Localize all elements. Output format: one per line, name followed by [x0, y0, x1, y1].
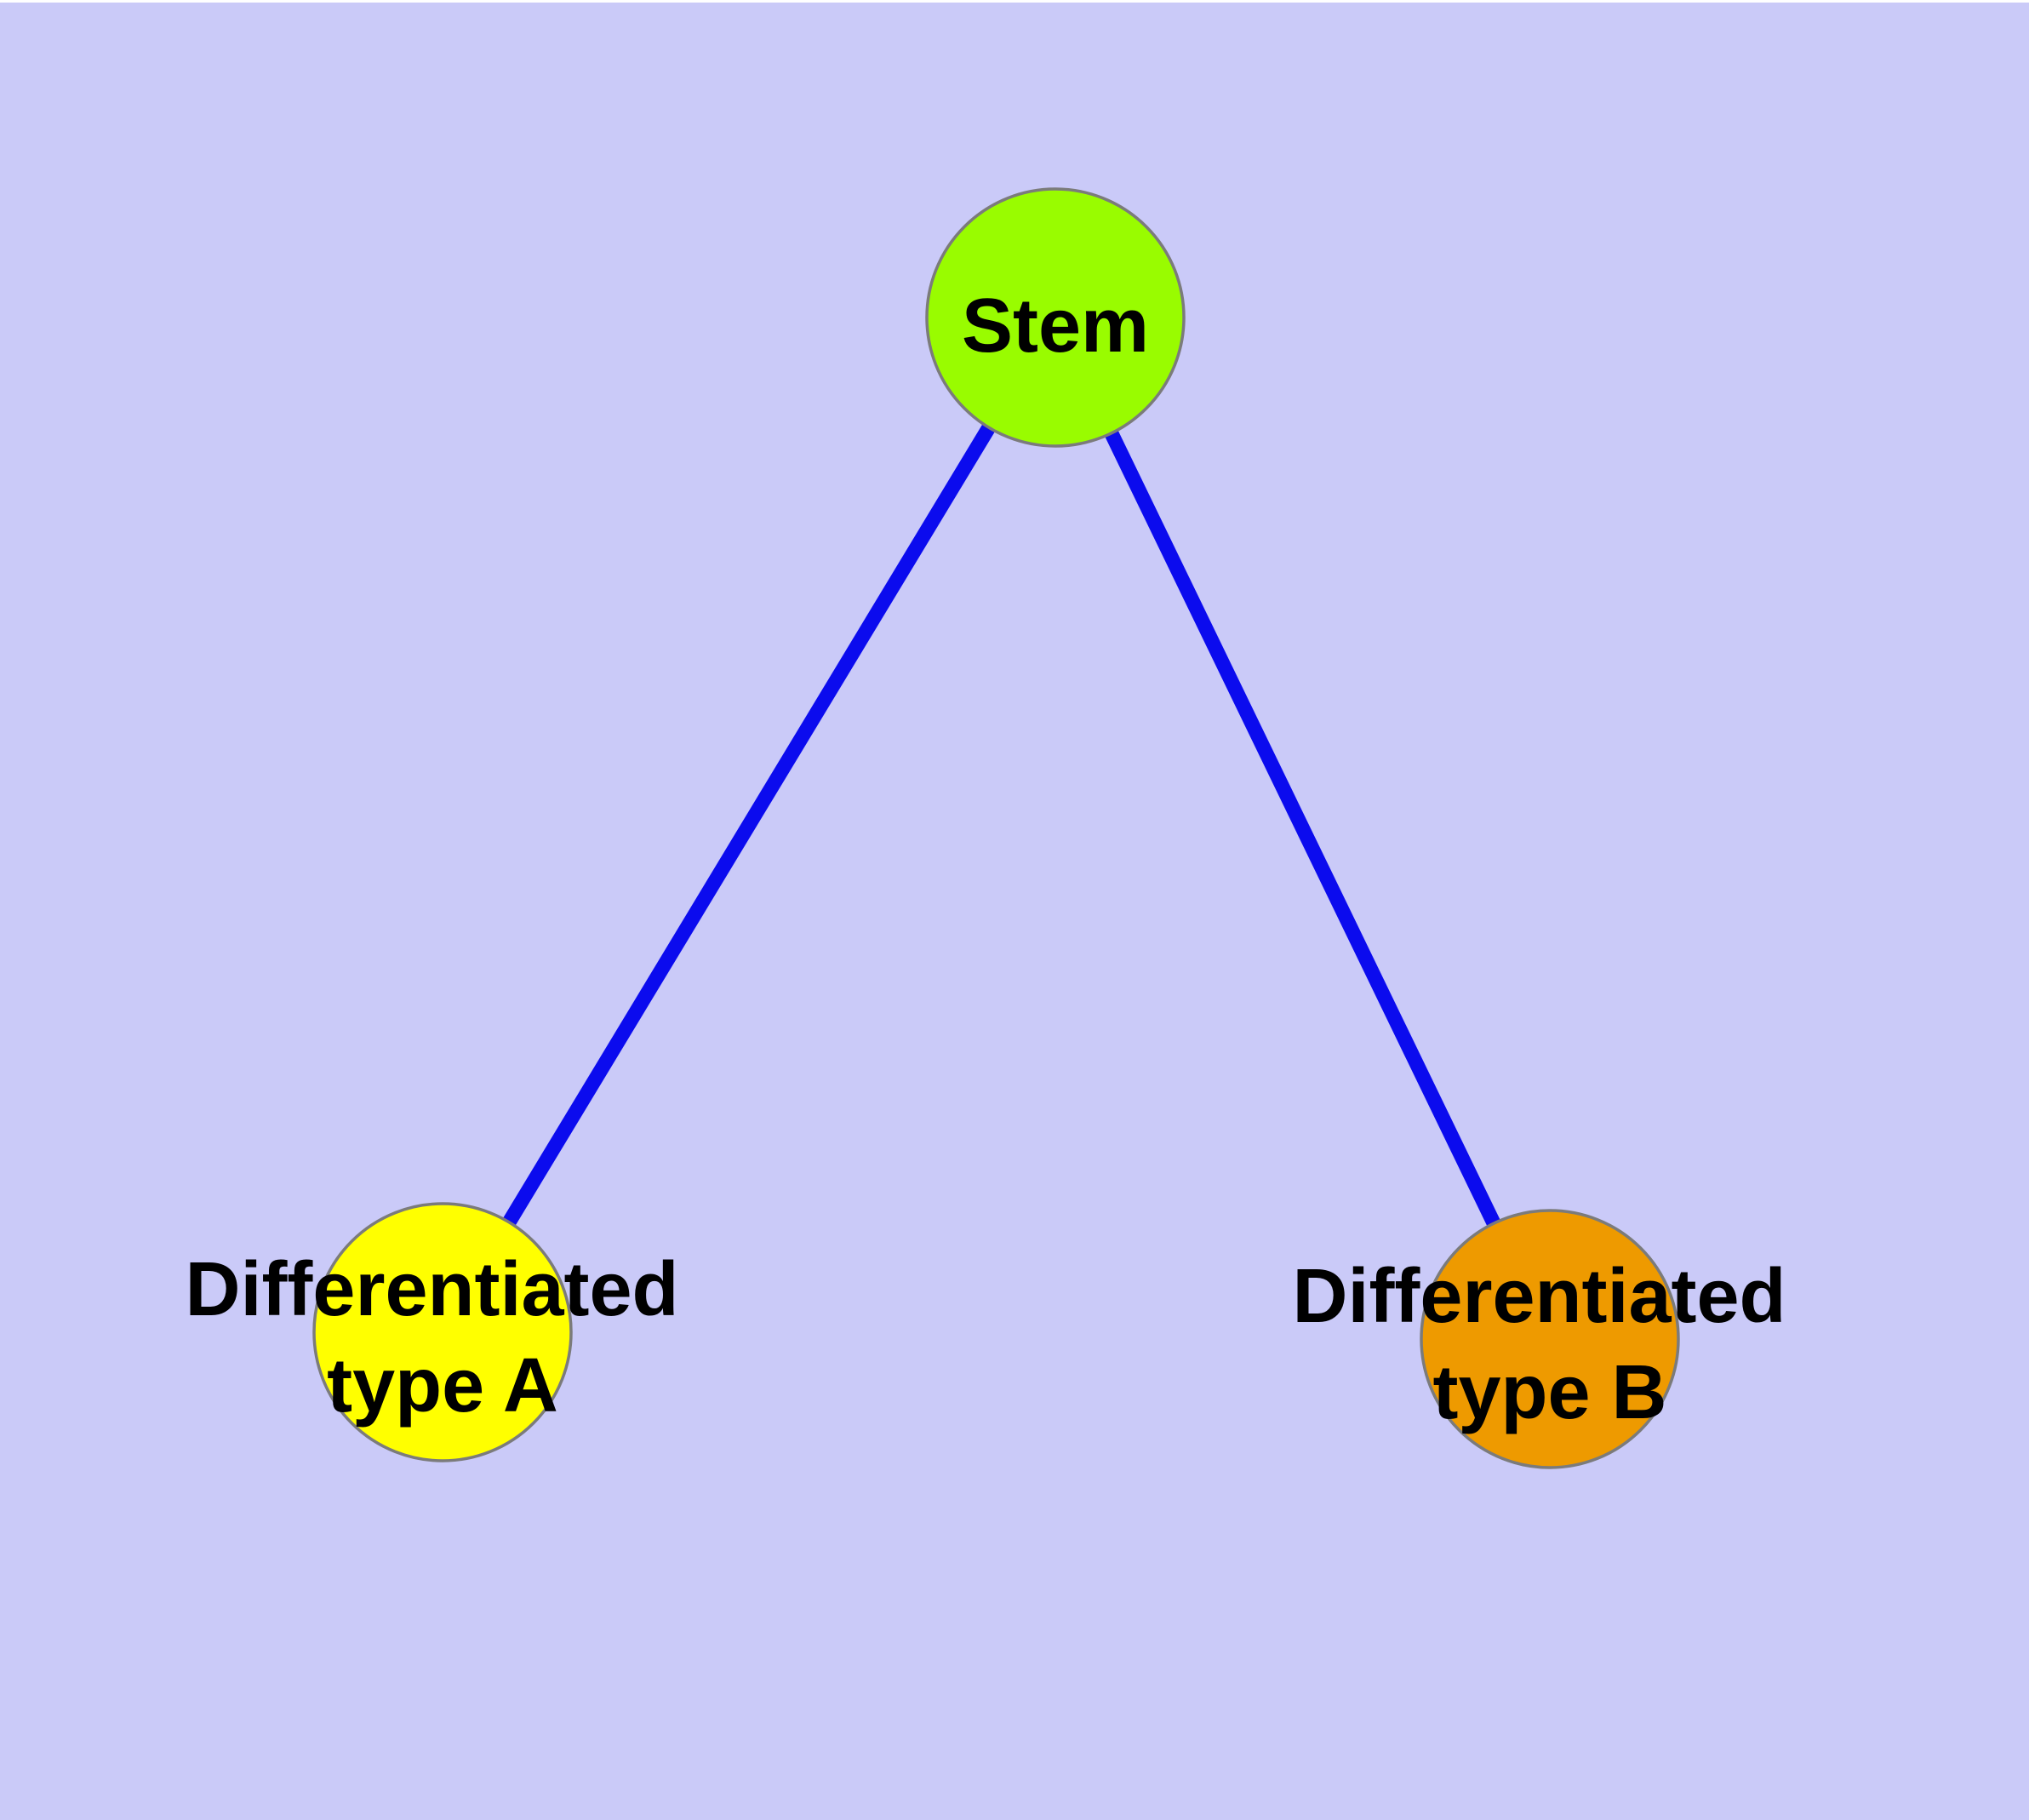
node-label-differentiated-type-b-line1: Differentiated	[1292, 1254, 1786, 1339]
edge-stem-to-type-b	[1049, 314, 1557, 1342]
node-differentiated-type-b	[1420, 1209, 1680, 1469]
node-stem	[925, 187, 1186, 448]
node-label-differentiated-type-a-line2: type A	[327, 1343, 558, 1428]
node-differentiated-type-a	[312, 1202, 573, 1462]
node-label-differentiated-type-b-line2: type B	[1432, 1350, 1666, 1435]
edge-stem-to-type-a	[436, 313, 1062, 1336]
node-label-differentiated-type-a: Differentiated type A	[185, 1247, 700, 1428]
node-label-differentiated-type-a-line1: Differentiated	[185, 1247, 678, 1332]
node-label-differentiated-type-b: Differentiated type B	[1292, 1254, 1807, 1435]
node-label-stem: Stem	[962, 283, 1149, 369]
